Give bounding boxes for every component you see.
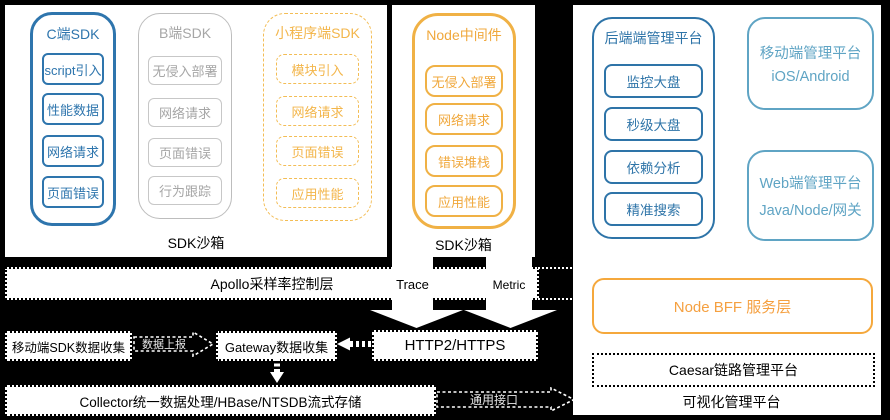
miniprogram-sdk-item: 页面错误 xyxy=(276,136,359,166)
web-platform-line1: Web端管理平台 xyxy=(759,175,862,192)
trace-arrow-icon xyxy=(370,257,463,328)
mobile-platform-line1: 移动端管理平台 xyxy=(759,46,862,62)
node-bff-box: Node BFF 服务层 xyxy=(592,278,873,334)
sdk-sandbox-label-left: SDK沙箱 xyxy=(167,235,225,251)
mobile-platform-box: 移动端管理平台 iOS/Android xyxy=(747,17,874,110)
b-sdk-item: 网络请求 xyxy=(148,98,222,127)
common-api-label: 通用接口 xyxy=(470,392,518,407)
miniprogram-sdk-item: 模块引入 xyxy=(276,54,359,84)
miniprogram-sdk-box: 小程序端SDK 模块引入 网络请求 页面错误 应用性能 xyxy=(263,13,372,221)
apollo-sampling-bar: Apollo采样率控制层 xyxy=(5,267,539,300)
miniprogram-sdk-item: 网络请求 xyxy=(276,96,359,126)
miniprogram-sdk-item: 应用性能 xyxy=(276,178,359,208)
c-sdk-item: 网络请求 xyxy=(42,135,104,167)
backend-platform-item: 依赖分析 xyxy=(604,150,703,184)
common-api-arrow-icon: 通用接口 xyxy=(436,387,575,412)
node-middleware-item: 应用性能 xyxy=(425,185,503,217)
c-sdk-item: 页面错误 xyxy=(42,176,104,208)
miniprogram-sdk-title: 小程序端SDK xyxy=(275,25,360,41)
mobile-platform-line2: iOS/Android xyxy=(771,69,850,85)
viz-platform-label: 可视化管理平台 xyxy=(682,394,781,410)
collector-box: Collector统一数据处理/HBase/NTSDB流式存储 xyxy=(5,385,436,416)
node-middleware-title: Node中间件 xyxy=(426,27,502,43)
b-sdk-item: 无侵入部署 xyxy=(148,56,222,85)
backend-platform-box: 后端端管理平台 监控大盘 秒级大盘 依赖分析 精准搜索 xyxy=(592,17,715,239)
apollo-connector xyxy=(535,267,575,300)
b-sdk-item: 页面错误 xyxy=(148,138,222,167)
node-middleware-item: 错误堆栈 xyxy=(425,145,503,177)
backend-platform-title: 后端端管理平台 xyxy=(604,30,703,46)
c-sdk-item: 性能数据 xyxy=(42,93,104,125)
gateway-to-collector-arrow-icon xyxy=(270,358,284,383)
b-sdk-title: B端SDK xyxy=(158,25,212,41)
c-sdk-item: script引入 xyxy=(42,53,104,85)
caesar-box: Caesar链路管理平台 xyxy=(592,353,875,387)
gateway-collect-box: Gateway数据收集 xyxy=(216,331,337,361)
c-sdk-box: C端SDK script引入 性能数据 网络请求 页面错误 xyxy=(30,12,116,226)
backend-platform-item: 监控大盘 xyxy=(604,64,703,98)
node-middleware-item: 网络请求 xyxy=(425,103,503,135)
sdk-sandbox-label-right: SDK沙箱 xyxy=(435,237,492,253)
c-sdk-title: C端SDK xyxy=(46,26,100,42)
node-middleware-box: Node中间件 无侵入部署 网络请求 错误堆栈 应用性能 xyxy=(412,13,516,229)
web-platform-line2: Java/Node/网关 xyxy=(759,202,862,219)
b-sdk-box: B端SDK 无侵入部署 网络请求 页面错误 行为跟踪 xyxy=(138,13,232,219)
data-report-arrow-icon: 数据上报 xyxy=(133,331,214,357)
web-platform-box: Web端管理平台 Java/Node/网关 xyxy=(747,150,874,241)
backend-platform-item: 秒级大盘 xyxy=(604,107,703,141)
mobile-sdk-collect-box: 移动端SDK数据收集 xyxy=(5,331,132,361)
node-middleware-item: 无侵入部署 xyxy=(425,65,503,97)
backend-platform-item: 精准搜索 xyxy=(604,192,703,226)
http-to-gateway-arrow-icon xyxy=(337,337,372,351)
trace-label: Trace xyxy=(396,277,429,292)
metric-label: Metric xyxy=(492,278,526,292)
b-sdk-item: 行为跟踪 xyxy=(148,176,222,205)
http-box: HTTP2/HTTPS xyxy=(372,330,538,361)
metric-arrow-icon xyxy=(464,257,557,328)
data-report-label: 数据上报 xyxy=(142,337,186,351)
